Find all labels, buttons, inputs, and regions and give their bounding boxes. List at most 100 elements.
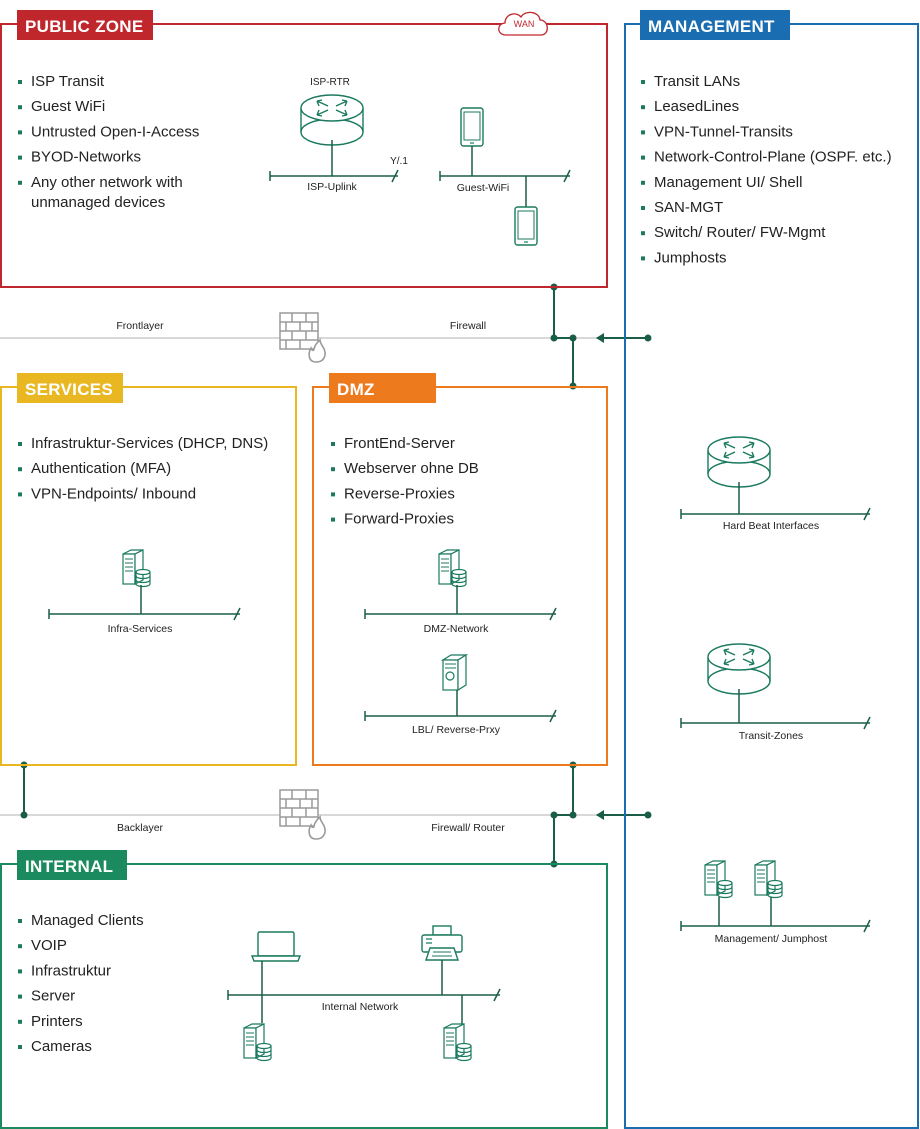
router-icon xyxy=(300,94,364,146)
zone-title-badge xyxy=(17,10,153,40)
zone-item: VOIP xyxy=(31,937,67,954)
server-icon xyxy=(443,1023,472,1062)
bullet-marker xyxy=(641,180,645,185)
smartphone-icon xyxy=(514,206,538,246)
frontlayer: Frontlayer Firewall xyxy=(0,312,612,363)
zone-title: MANAGEMENT xyxy=(648,17,775,36)
guest-wifi-label: Guest-WiFi xyxy=(457,182,510,194)
bullet-marker xyxy=(331,442,335,446)
bullet-marker xyxy=(18,944,22,949)
laptop-icon xyxy=(251,931,301,962)
firewall-icon xyxy=(279,312,326,363)
zone-item: Forward-Proxies xyxy=(344,511,454,528)
firewall-label: Firewall xyxy=(450,320,486,332)
bullet-marker xyxy=(18,130,22,135)
bullet-marker xyxy=(331,492,335,497)
zone-item: Printers xyxy=(31,1013,83,1030)
bullet-marker xyxy=(331,517,335,522)
bullet-marker xyxy=(641,231,645,236)
frontlayer-label: Frontlayer xyxy=(116,320,164,332)
bullet-marker xyxy=(18,80,22,84)
zone-item: Network-Control-Plane (OSPF. etc.) xyxy=(654,149,892,166)
bullet-marker xyxy=(18,969,22,974)
zone-item: LeasedLines xyxy=(654,98,739,115)
server-icon xyxy=(243,1023,272,1062)
bullet-marker xyxy=(18,1045,22,1049)
zone-item: Managed Clients xyxy=(31,912,144,929)
printer-icon xyxy=(421,925,463,961)
backlayer-label: Backlayer xyxy=(117,822,164,834)
zone-item: Guest WiFi xyxy=(31,98,105,115)
bullet-marker xyxy=(641,206,645,210)
zone-item: BYOD-Networks xyxy=(31,149,141,166)
wan-label: WAN xyxy=(514,19,535,29)
smartphone-icon xyxy=(460,107,484,147)
lbl-proxy-label: LBL/ Reverse-Prxy xyxy=(412,724,501,736)
zone-item: Infrastruktur xyxy=(31,962,111,979)
internal-network-label: Internal Network xyxy=(322,1001,399,1013)
zone-item: Reverse-Proxies xyxy=(344,485,455,502)
zone-title: INTERNAL xyxy=(25,857,113,876)
zone-item: SAN-MGT xyxy=(654,199,723,216)
router-icon xyxy=(707,643,771,695)
zone-title: DMZ xyxy=(337,380,375,399)
zone-title-badge xyxy=(17,373,123,403)
zone-title: PUBLIC ZONE xyxy=(25,17,144,36)
bullet-marker xyxy=(331,467,335,472)
backlayer: Backlayer Firewall/ Router xyxy=(0,789,612,840)
infra-services-label: Infra-Services xyxy=(108,623,173,635)
bullet-marker xyxy=(641,130,645,135)
bullet-marker xyxy=(18,105,22,110)
bullet-marker xyxy=(18,919,22,923)
server-icon xyxy=(122,549,151,588)
zone-item: unmanaged devices xyxy=(31,194,165,211)
dmz-network-label: DMZ-Network xyxy=(424,623,489,635)
zone-item: ISP Transit xyxy=(31,73,105,90)
zone-item: Server xyxy=(31,988,75,1005)
zone-item: Cameras xyxy=(31,1038,92,1055)
transit-zones-label: Transit-Zones xyxy=(739,730,803,742)
zone-services: SERVICES Infrastruktur-Services (DHCP, D… xyxy=(0,373,297,766)
bullet-marker xyxy=(641,80,645,84)
bullet-marker xyxy=(18,1019,22,1024)
zone-title-badge xyxy=(640,10,790,40)
bullet-marker xyxy=(18,442,22,446)
zone-item: FrontEnd-Server xyxy=(344,435,455,452)
mgmt-jumphost-label: Management/ Jumphost xyxy=(715,933,828,945)
zone-item: Untrusted Open-I-Access xyxy=(31,123,199,140)
isp-uplink-label: ISP-Uplink xyxy=(307,181,357,193)
server-icon xyxy=(704,860,733,899)
isp-uplink-address: Y/.1 xyxy=(390,156,408,167)
zone-items: Transit LANsLeasedLinesVPN-Tunnel-Transi… xyxy=(641,73,892,266)
zone-title-badge xyxy=(329,373,436,403)
bullet-marker xyxy=(18,492,22,497)
firewall-icon xyxy=(279,789,326,840)
zone-title: SERVICES xyxy=(25,380,113,399)
zone-item: Jumphosts xyxy=(654,249,727,266)
firewall-router-label: Firewall/ Router xyxy=(431,822,505,834)
bullet-marker xyxy=(18,155,22,160)
zone-item: VPN-Tunnel-Transits xyxy=(654,123,793,140)
bullet-marker xyxy=(18,994,22,999)
proxy-appliance-icon xyxy=(440,653,469,692)
zone-items: Infrastruktur-Services (DHCP, DNS) Authen… xyxy=(18,435,268,502)
zone-title-badge xyxy=(17,850,127,880)
zone-item: Webserver ohne DB xyxy=(344,460,479,477)
server-icon xyxy=(754,860,783,899)
zone-item: Infrastruktur-Services (DHCP, DNS) xyxy=(31,435,268,452)
zone-item: Transit LANs xyxy=(654,73,740,90)
zone-item: Authentication (MFA) xyxy=(31,460,171,477)
bullet-marker xyxy=(641,105,645,110)
bullet-marker xyxy=(641,155,645,160)
hard-beat-label: Hard Beat Interfaces xyxy=(723,520,819,532)
connectors xyxy=(20,283,652,868)
isp-rtr-label: ISP-RTR xyxy=(310,77,350,88)
zone-management: MANAGEMENT Transit LANsLeasedLinesVPN-Tu… xyxy=(624,10,919,1129)
